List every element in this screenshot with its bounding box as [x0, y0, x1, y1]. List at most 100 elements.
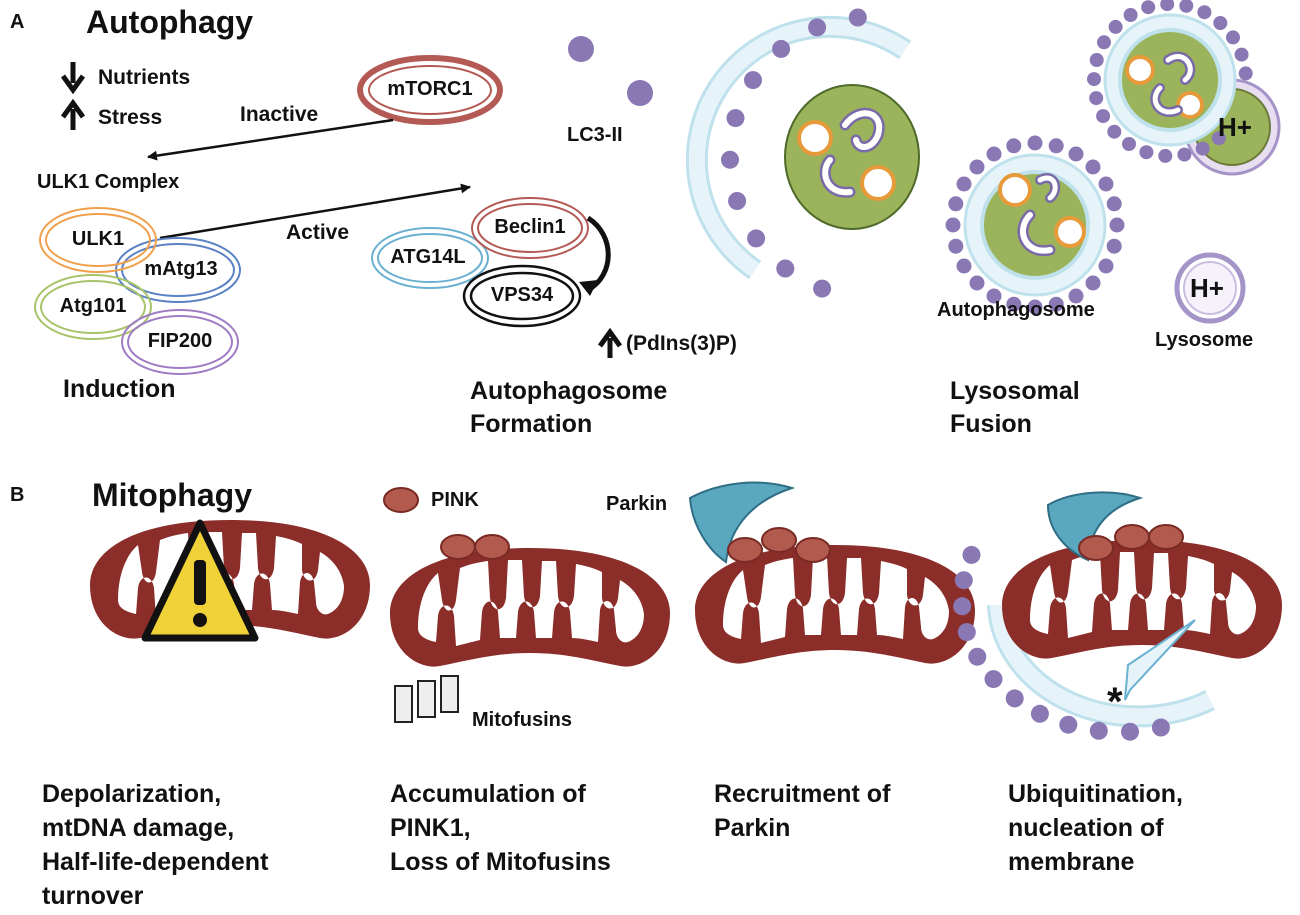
- panel-b-letter: B: [10, 484, 25, 506]
- lc3-dot: [1098, 176, 1114, 192]
- lc3-dot: [568, 36, 594, 62]
- pdins-label: (PdIns(3)P): [626, 332, 737, 355]
- mtorc1-oval: [357, 55, 503, 125]
- caption-1-line3: Half-life-dependent: [42, 848, 269, 876]
- lc3-dot: [1195, 141, 1210, 156]
- lc3-dot: [627, 80, 653, 106]
- vps34-complex-ovals: [371, 197, 611, 328]
- lc3-dot: [969, 275, 985, 291]
- caption-3-line1: Recruitment of: [714, 780, 891, 808]
- lc3-dot: [1123, 8, 1138, 22]
- lc3-dot: [776, 259, 795, 278]
- pink-protein: [1148, 524, 1184, 550]
- lc3-dot: [956, 176, 972, 192]
- parkin-mitochondrion: [695, 545, 975, 664]
- atg101-label: Atg101: [59, 295, 127, 317]
- lc3-dot: [1048, 296, 1064, 312]
- lc3-dot: [1213, 16, 1228, 30]
- parkin-shape: [688, 481, 796, 564]
- lc3-dot: [1096, 109, 1111, 124]
- lc3-dot: [1068, 146, 1084, 162]
- caption-2-line1: Accumulation of: [390, 780, 586, 808]
- lc3-dot: [986, 146, 1002, 162]
- lc3-dot: [1059, 715, 1078, 734]
- pink-protein: [761, 527, 797, 553]
- nutrients-label: Nutrients: [98, 66, 191, 89]
- caption-3-line2: Parkin: [714, 814, 791, 842]
- pink-protein: [1078, 535, 1114, 561]
- panel-a-letter: A: [10, 11, 25, 33]
- pink-protein: [474, 534, 510, 560]
- fusion-label-line2: Fusion: [950, 410, 1032, 438]
- lc3-dot: [1089, 721, 1108, 740]
- caption-2-line2: PINK1,: [390, 814, 471, 842]
- lc3-dot: [945, 217, 961, 233]
- lc3-dot: [953, 597, 972, 616]
- mtorc1-label: mTORC1: [387, 78, 473, 100]
- lc3-dot: [1151, 718, 1170, 737]
- lc3-dot: [962, 545, 981, 564]
- stress-up-arrow: [60, 98, 86, 130]
- autophagosome-lc3-dots: [945, 135, 1125, 315]
- pink-protein: [1114, 524, 1150, 550]
- pink-legend-icon: [383, 487, 419, 513]
- lc3-dot: [1177, 147, 1192, 162]
- panel-a-title: Autophagy: [86, 4, 254, 40]
- lc3-dot: [954, 571, 973, 590]
- lc3-dot: [1106, 238, 1122, 254]
- lc3-dot: [1068, 288, 1084, 304]
- phagophore: [685, 15, 920, 280]
- lc3-dot: [948, 196, 964, 212]
- ulk1-complex-label: ULK1 Complex: [37, 171, 180, 193]
- lc3-dot: [956, 258, 972, 274]
- lc3-dot: [1141, 0, 1156, 15]
- active-arrow: [159, 183, 471, 240]
- h-plus-fused-label: H+: [1218, 112, 1252, 142]
- asterisk-mark: *: [1107, 680, 1123, 724]
- lc3-dot: [1108, 19, 1123, 34]
- lc3-dot: [1121, 722, 1139, 741]
- parkin-shape: [1046, 491, 1144, 562]
- beclin1-label: Beclin1: [494, 216, 566, 238]
- lc3-dot: [1085, 159, 1101, 175]
- fip200-label: FIP200: [147, 330, 213, 352]
- matg13-label: mAtg13: [144, 258, 218, 280]
- caption-4-line2: nucleation of: [1008, 814, 1164, 842]
- pdins-up-arrow: [597, 327, 623, 358]
- lc3-dot: [1098, 258, 1114, 274]
- lc3-dot: [1030, 704, 1049, 723]
- lc3-dot: [1197, 5, 1212, 20]
- mitofusins-label: Mitofusins: [472, 709, 572, 731]
- targeted-mitochondrion: [1002, 540, 1282, 659]
- lc3-dot: [1226, 30, 1240, 45]
- lc3-dot: [726, 109, 745, 128]
- lc3-dot: [969, 159, 985, 175]
- lc3-dot: [1234, 47, 1249, 62]
- lc3-dot: [1027, 135, 1043, 151]
- nucleating-membrane: [987, 604, 1215, 728]
- lc3-dot: [1087, 72, 1101, 87]
- lc3-dot: [1238, 66, 1253, 81]
- pink-protein: [727, 537, 763, 563]
- caption-1-line1: Depolarization,: [42, 780, 222, 808]
- lc3-dot: [1027, 299, 1043, 315]
- lc3-dot: [1048, 138, 1064, 154]
- formation-label-line2: Formation: [470, 410, 593, 438]
- pink-protein: [440, 534, 476, 560]
- pink-mitochondrion: [390, 548, 670, 667]
- lc3-dot: [1158, 148, 1173, 163]
- lc3-dot: [744, 71, 762, 90]
- lysosome: [1174, 252, 1246, 324]
- lc3-dot: [1160, 0, 1175, 12]
- lc3-dot: [968, 647, 987, 666]
- fusion-label-line1: Lysosomal: [950, 377, 1080, 405]
- membrane-extension: [1124, 619, 1196, 701]
- lc3-dot: [1109, 217, 1125, 233]
- vps34-label: VPS34: [490, 284, 554, 306]
- ulk1-complex-ovals: [34, 207, 241, 375]
- nutrients-down-arrow: [60, 62, 86, 95]
- lc3-dot: [1089, 53, 1104, 67]
- lc3-dot: [813, 279, 832, 298]
